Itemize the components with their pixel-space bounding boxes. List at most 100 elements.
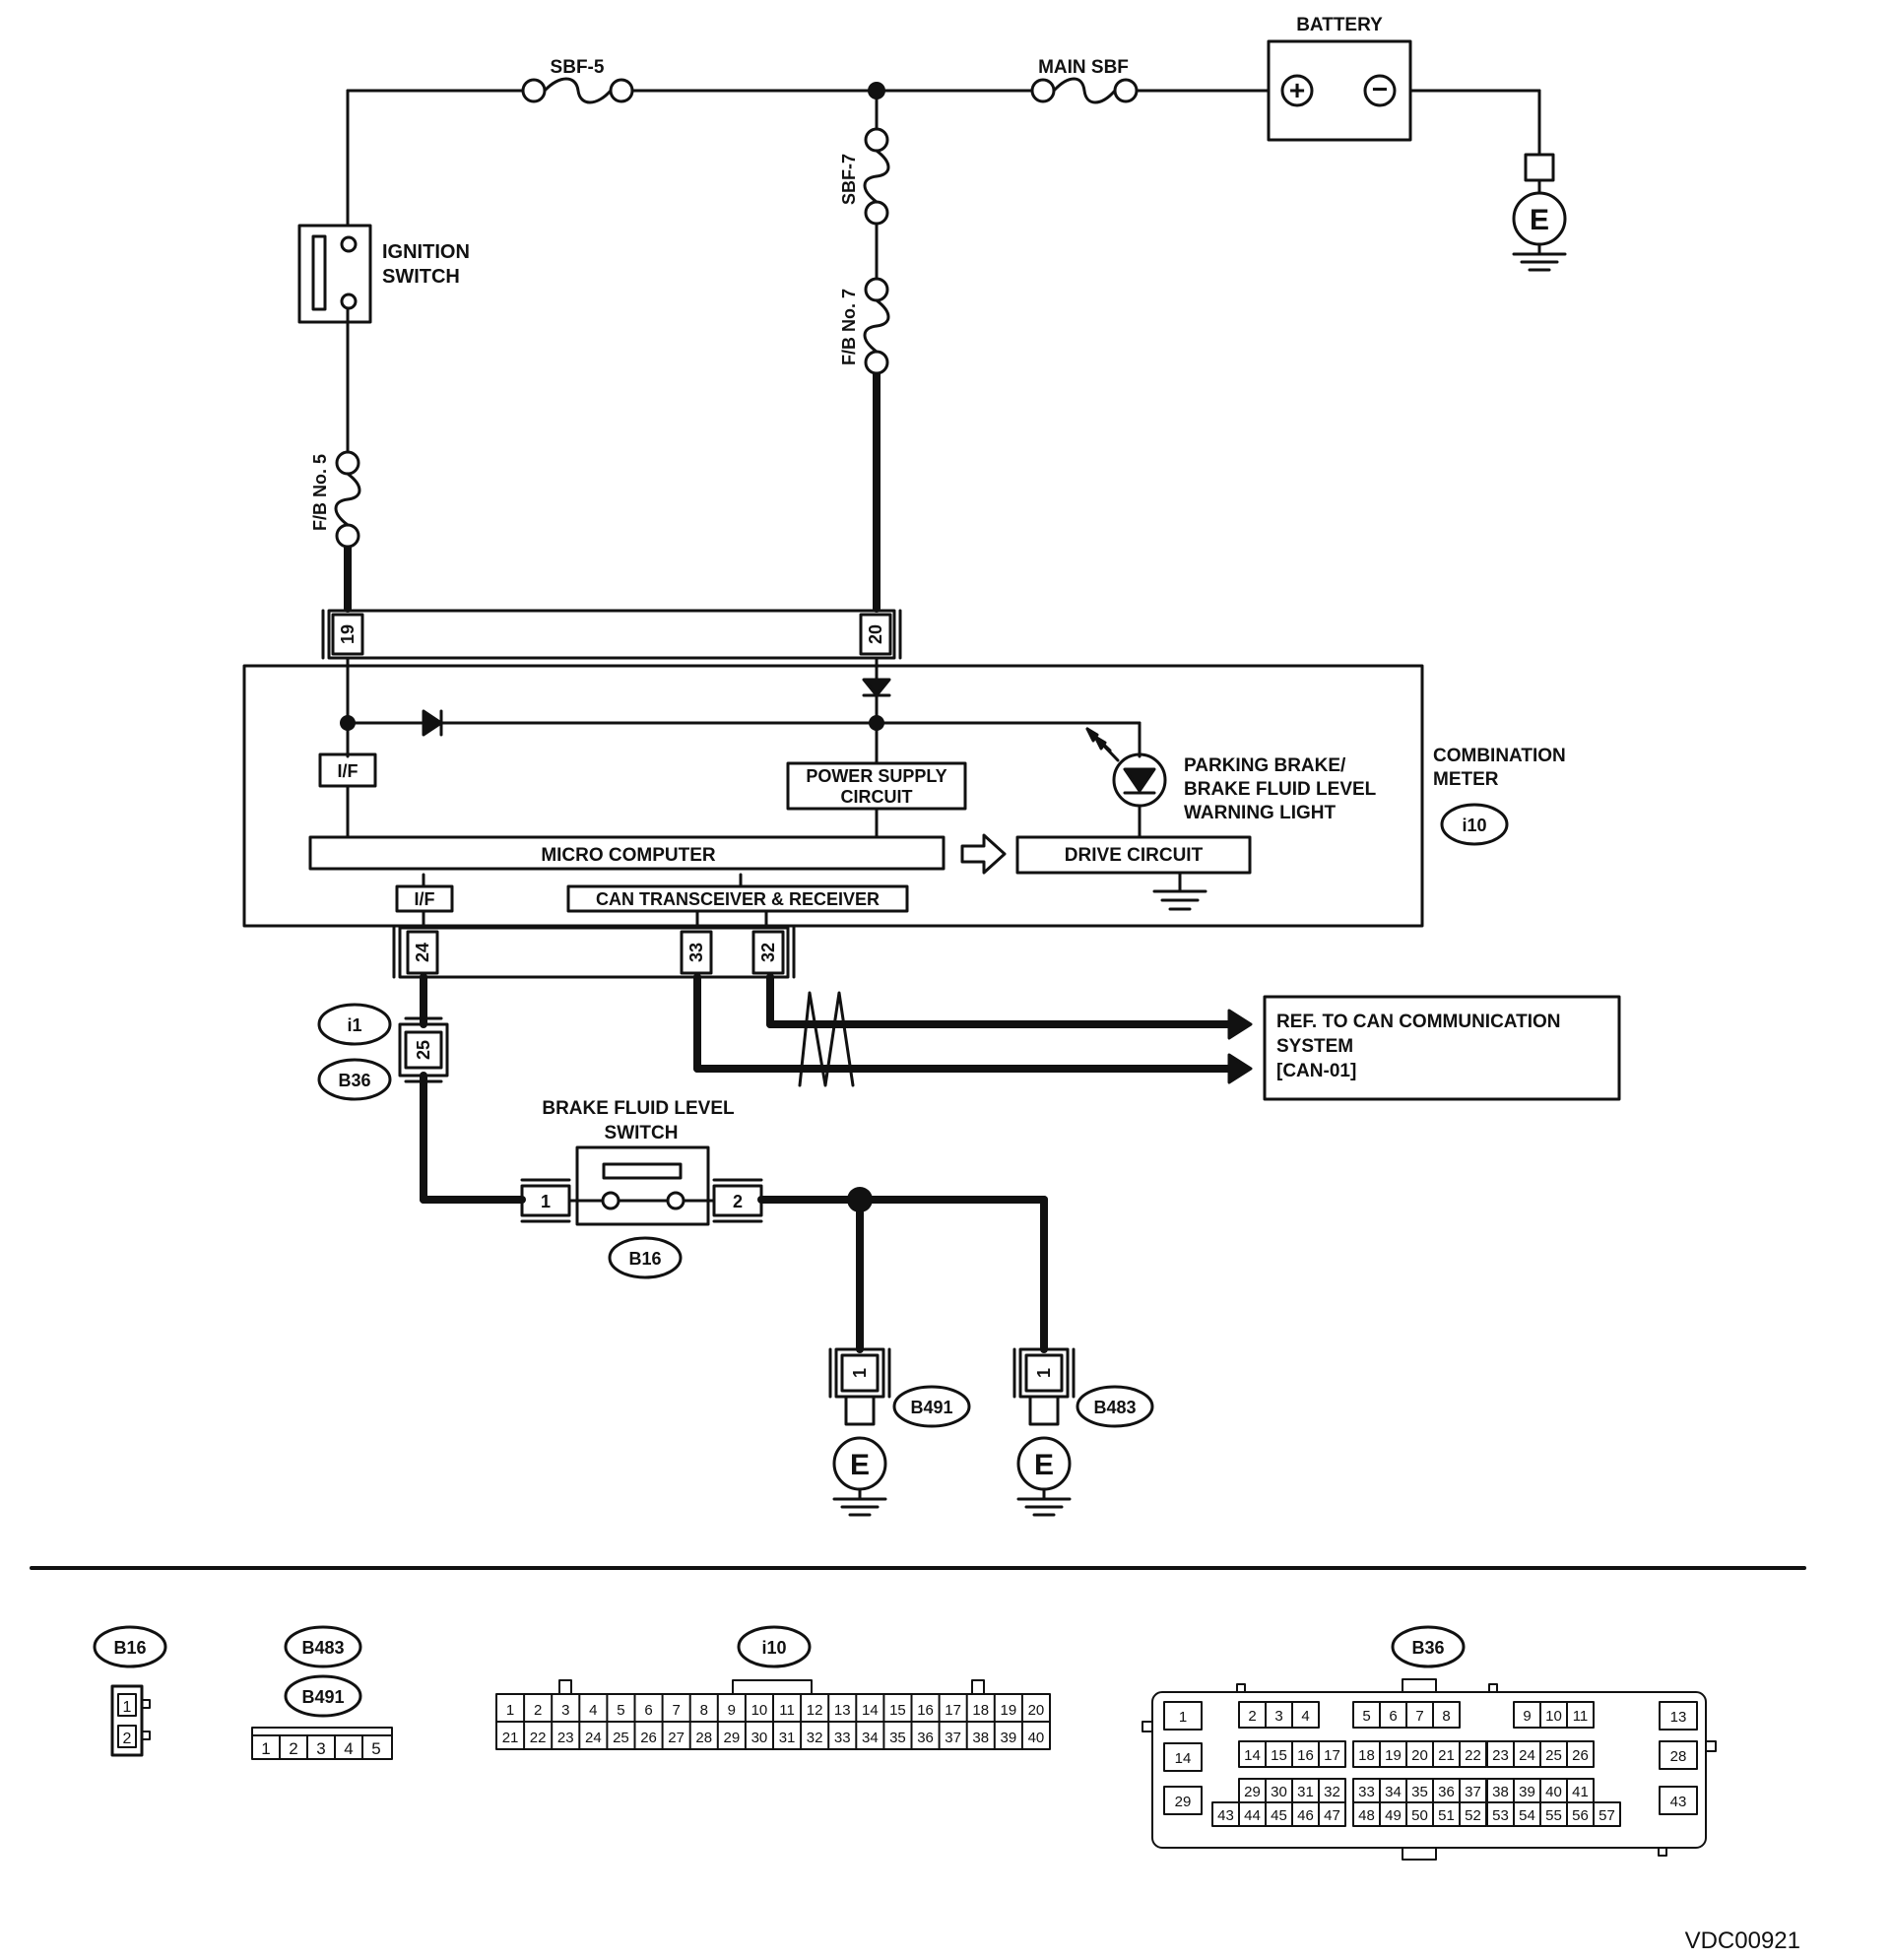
ground-b483 xyxy=(1012,1347,1076,1517)
pin-label: 7 xyxy=(1415,1708,1423,1725)
pin-label: 29 xyxy=(1244,1784,1261,1800)
b491-connector-diagram xyxy=(251,1727,393,1760)
pin-label: 51 xyxy=(1438,1807,1455,1824)
pin-label: 37 xyxy=(1465,1784,1481,1800)
pin-label: 18 xyxy=(1358,1747,1375,1764)
pin-label: 40 xyxy=(1028,1730,1045,1746)
b491-code-label: B491 xyxy=(910,1398,952,1417)
fb7-fuse xyxy=(863,277,890,375)
pin-label: 1 xyxy=(506,1702,514,1719)
code-ellipse xyxy=(1440,803,1509,846)
diode-icon xyxy=(862,678,891,697)
pin-label: 34 xyxy=(1385,1784,1402,1800)
pin-label: 38 xyxy=(972,1730,989,1746)
can-reference-label: [CAN-01] xyxy=(1276,1061,1356,1081)
battery-plus: + xyxy=(1289,75,1305,105)
b36-connector-code: B36 xyxy=(1411,1638,1444,1658)
pin-label: 15 xyxy=(889,1702,906,1719)
combination-meter-label: COMBINATION xyxy=(1433,746,1566,766)
pin-cell xyxy=(1566,1740,1595,1768)
pin-label: 3 xyxy=(1274,1708,1282,1725)
pin-label: 19 xyxy=(1385,1747,1402,1764)
ignition-switch xyxy=(297,224,372,324)
pin-label: 11 xyxy=(1573,1708,1589,1725)
ground-e-label: E xyxy=(1530,204,1549,236)
brake-switch-label: BRAKE FLUID LEVEL xyxy=(542,1098,735,1119)
pin-label: 5 xyxy=(371,1739,380,1758)
main-sbf-fuse xyxy=(1030,77,1139,104)
pin-label: 31 xyxy=(1297,1784,1314,1800)
meter-top-connector xyxy=(321,609,902,660)
b16-connector-code: B16 xyxy=(113,1638,146,1658)
drive-circuit-box xyxy=(1015,835,1252,875)
warning-light-label: PARKING BRAKE/ xyxy=(1184,755,1346,776)
sbf7-label: SBF-7 xyxy=(839,154,859,205)
pin-label: 41 xyxy=(1572,1784,1589,1800)
lower-wires xyxy=(420,973,1253,1353)
pin-cell xyxy=(1659,1786,1698,1815)
power-supply-label: POWER SUPPLY xyxy=(806,766,946,786)
pin-label: 1 xyxy=(1034,1368,1054,1378)
diode-icon xyxy=(422,709,443,737)
pin-label: 20 xyxy=(866,624,885,644)
code-ellipse xyxy=(1391,1625,1466,1668)
code-ellipse xyxy=(317,1058,392,1101)
pin-label: 2 xyxy=(289,1739,297,1758)
pin-label: 5 xyxy=(617,1702,624,1719)
figure-id: VDC00921 xyxy=(1685,1927,1800,1954)
pin-label: 2 xyxy=(534,1702,542,1719)
pin-label: 25 xyxy=(613,1730,629,1746)
arrow-icon xyxy=(960,833,1007,875)
pin-label: 14 xyxy=(1244,1747,1261,1764)
pin-label: 17 xyxy=(1324,1747,1340,1764)
ground-e-label: E xyxy=(1034,1449,1054,1481)
pin-label: 28 xyxy=(695,1730,712,1746)
pin-label: 3 xyxy=(561,1702,569,1719)
micro-computer-box xyxy=(308,835,946,871)
meter-internal-wires xyxy=(346,656,1182,930)
battery-ground xyxy=(1512,153,1567,272)
pin-label: 30 xyxy=(1271,1784,1287,1800)
pin-label: 39 xyxy=(1001,1730,1017,1746)
pin-label: 46 xyxy=(1297,1807,1314,1824)
pin-label: 47 xyxy=(1324,1807,1340,1824)
pin-label: 11 xyxy=(779,1702,795,1719)
pin-cell xyxy=(1659,1701,1698,1731)
junction-dot xyxy=(869,715,884,731)
junction-dot xyxy=(340,715,356,731)
b36-connector-diagram xyxy=(1142,1678,1717,1861)
pin-label: 48 xyxy=(1358,1807,1375,1824)
can-reference-box xyxy=(1263,995,1621,1101)
pin-label: 33 xyxy=(686,943,706,962)
b36-code-label: B36 xyxy=(338,1071,370,1090)
pin-label: 10 xyxy=(1545,1708,1562,1725)
i1-code-label: i1 xyxy=(347,1015,361,1035)
meter-bottom-connector xyxy=(392,926,796,979)
pin-label: 14 xyxy=(862,1702,879,1719)
pin-label: 16 xyxy=(1297,1747,1314,1764)
pin-label: 25 xyxy=(414,1040,433,1060)
pin-cell xyxy=(1432,1701,1461,1729)
pin-label: 29 xyxy=(724,1730,741,1746)
pin-cell xyxy=(1593,1801,1621,1827)
can-transceiver-box xyxy=(566,884,909,913)
if-box-bottom xyxy=(395,884,454,913)
pin-label: 8 xyxy=(700,1702,708,1719)
pin-label: 13 xyxy=(1670,1709,1687,1726)
pin-label: 19 xyxy=(1001,1702,1017,1719)
pin-label: 3 xyxy=(316,1739,325,1758)
ignition-switch-label: IGNITION xyxy=(382,241,470,263)
fb7-label: F/B No. 7 xyxy=(839,289,859,365)
pin-label: 15 xyxy=(1271,1747,1287,1764)
code-ellipse xyxy=(317,1003,392,1046)
battery xyxy=(1267,39,1412,142)
pin-label: 21 xyxy=(502,1730,519,1746)
pin-label: 9 xyxy=(728,1702,736,1719)
code-ellipse xyxy=(608,1236,683,1279)
pin-label: 32 xyxy=(1324,1784,1340,1800)
brake-switch-label: SWITCH xyxy=(605,1123,679,1143)
pin-label: 23 xyxy=(1492,1747,1509,1764)
pin-label: 27 xyxy=(668,1730,685,1746)
pin-cell xyxy=(1163,1742,1203,1772)
